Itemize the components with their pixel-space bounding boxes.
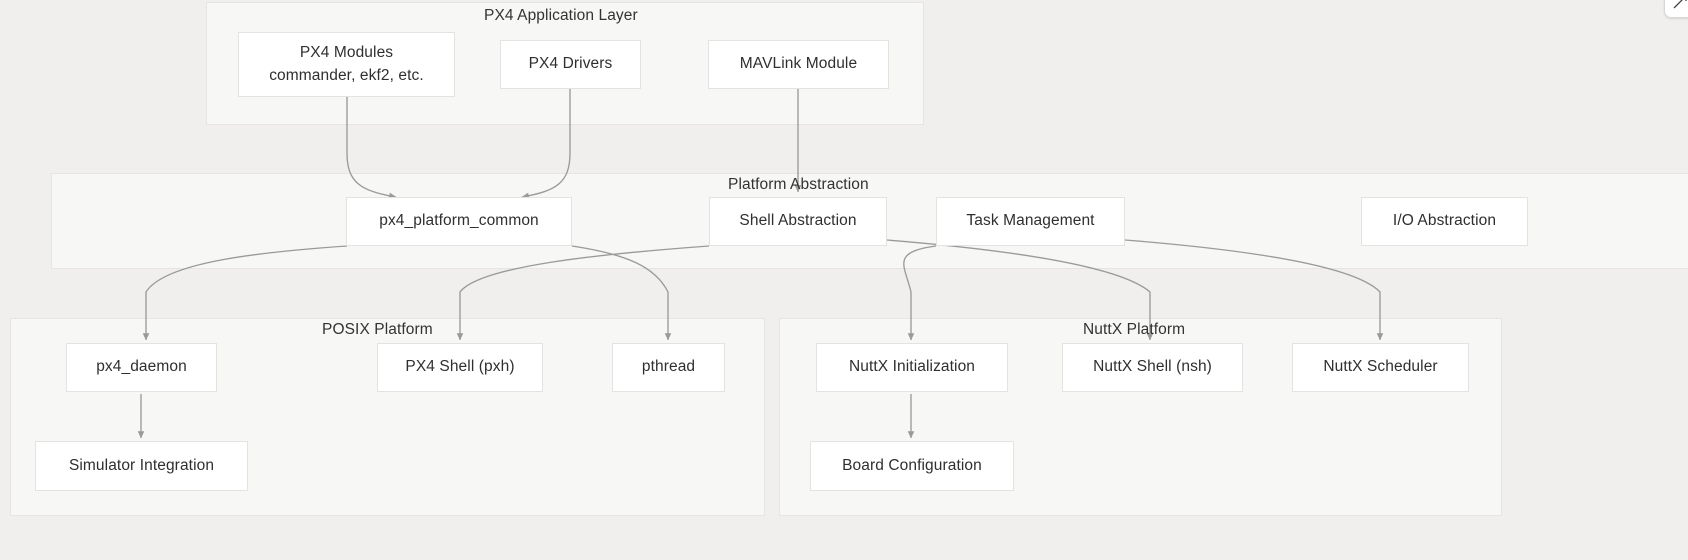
node-simulator-integration-title: Simulator Integration (68, 456, 215, 474)
expand-diagram-button[interactable] (1664, 0, 1688, 18)
node-px4-modules-title: PX4 Modules (299, 44, 394, 62)
node-px4-shell-pxh[interactable]: PX4 Shell (pxh) (377, 343, 543, 392)
node-nuttx-scheduler-title: NuttX Scheduler (1323, 358, 1438, 376)
node-nuttx-scheduler[interactable]: NuttX Scheduler (1292, 343, 1469, 392)
node-io-abstraction-title: I/O Abstraction (1392, 212, 1497, 230)
node-px4-modules-subtitle: commander, ekf2, etc. (269, 66, 424, 84)
node-px4-drivers[interactable]: PX4 Drivers (500, 40, 641, 89)
node-shell-abstraction[interactable]: Shell Abstraction (709, 197, 887, 246)
cluster-label-platform-abstraction: Platform Abstraction (728, 176, 869, 193)
node-mavlink-module[interactable]: MAVLink Module (708, 40, 889, 89)
node-pthread-title: pthread (641, 358, 696, 376)
cluster-label-nuttx-platform: NuttX Platform (1083, 321, 1186, 338)
node-nuttx-initialization-title: NuttX Initialization (848, 358, 976, 376)
node-task-management-title: Task Management (966, 212, 1095, 230)
node-board-configuration-title: Board Configuration (842, 456, 982, 474)
node-px4-platform-common[interactable]: px4_platform_common (346, 197, 572, 246)
node-px4-drivers-title: PX4 Drivers (528, 55, 613, 73)
node-io-abstraction[interactable]: I/O Abstraction (1361, 197, 1528, 246)
node-px4-platform-common-title: px4_platform_common (379, 212, 539, 230)
node-px4-daemon[interactable]: px4_daemon (66, 343, 217, 392)
cluster-label-app-layer: PX4 Application Layer (484, 7, 638, 24)
node-nuttx-shell-nsh[interactable]: NuttX Shell (nsh) (1062, 343, 1243, 392)
node-px4-daemon-title: px4_daemon (96, 358, 187, 376)
node-task-management[interactable]: Task Management (936, 197, 1125, 246)
node-simulator-integration[interactable]: Simulator Integration (35, 441, 248, 491)
node-px4-modules[interactable]: PX4 Modules commander, ekf2, etc. (238, 32, 455, 97)
node-mavlink-module-title: MAVLink Module (739, 55, 858, 73)
node-nuttx-shell-nsh-title: NuttX Shell (nsh) (1093, 358, 1212, 376)
node-px4-shell-pxh-title: PX4 Shell (pxh) (405, 358, 515, 376)
node-board-configuration[interactable]: Board Configuration (810, 441, 1014, 491)
expand-icon (1673, 0, 1687, 9)
cluster-label-posix-platform: POSIX Platform (322, 321, 433, 338)
node-shell-abstraction-title: Shell Abstraction (739, 212, 857, 230)
node-pthread[interactable]: pthread (612, 343, 725, 392)
node-nuttx-initialization[interactable]: NuttX Initialization (816, 343, 1008, 392)
